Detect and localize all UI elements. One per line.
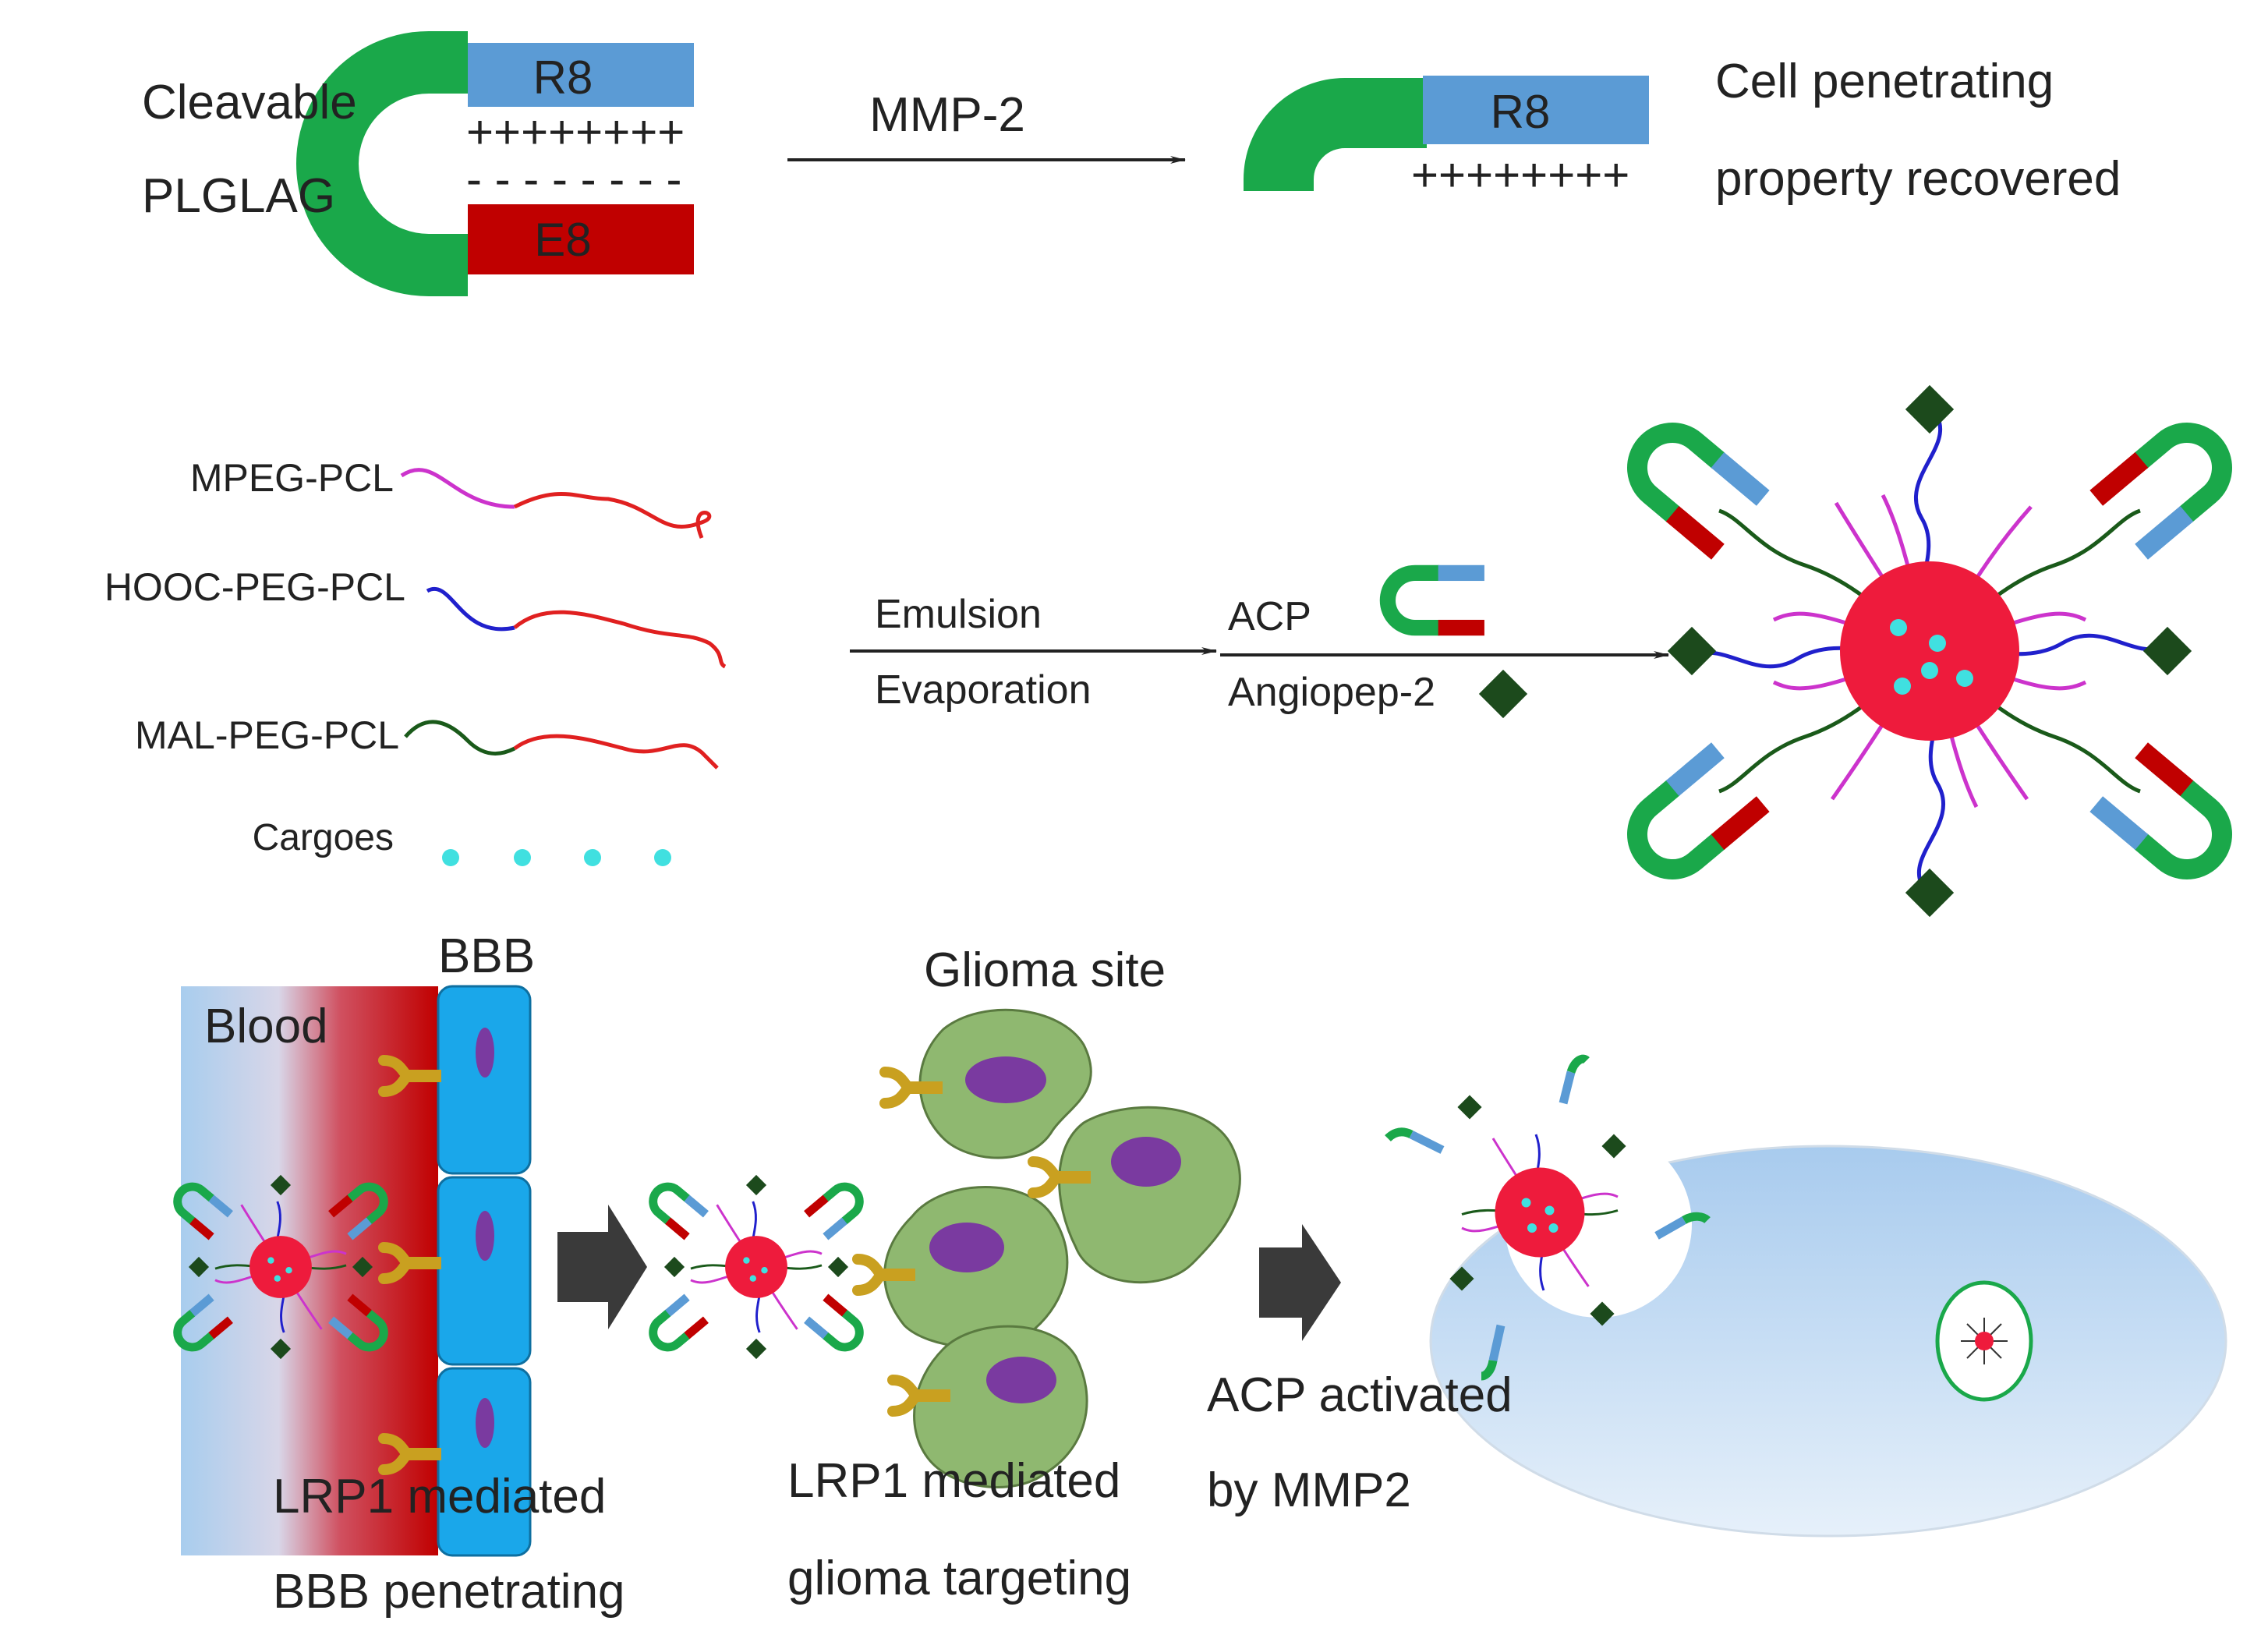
cargo-dot	[1894, 678, 1911, 695]
endothelial-nucleus	[476, 1211, 494, 1261]
negative-charges: - - - - - - - -	[466, 153, 682, 205]
activated-nanoparticle	[1385, 1054, 1711, 1381]
angiopep-label: Angiopep-2	[1228, 670, 1435, 715]
bbb-label: BBB	[438, 929, 535, 983]
cargo-dot	[654, 849, 671, 866]
polymer-label-hooc: HOOC-PEG-PCL	[104, 565, 405, 609]
internalized-nanoparticle	[1961, 1318, 2008, 1364]
bbb-caption-line2: BBB penetrating	[273, 1565, 625, 1619]
acp-clip	[2089, 411, 2242, 560]
acp-caption-line2: by MMP2	[1207, 1463, 1411, 1517]
endothelial-cell	[437, 1176, 532, 1366]
positive-charges: ++++++++	[466, 106, 685, 158]
recovered-positive-charges: ++++++++	[1411, 149, 1629, 201]
blood-label: Blood	[204, 1000, 328, 1053]
cargo-dot	[584, 849, 601, 866]
cargo-dot	[1890, 619, 1907, 636]
cargo-dot	[1921, 662, 1938, 679]
bbb-caption-line1: LRP1 mediated	[273, 1470, 606, 1523]
plglag-label: PLGLAG	[142, 169, 335, 223]
glioma-caption-line2: glioma targeting	[787, 1552, 1131, 1605]
cargo-dot	[1956, 670, 1973, 687]
endothelial-cell	[437, 985, 532, 1175]
angiopep-diamond	[1667, 626, 1717, 676]
pcl-chain-1	[513, 491, 712, 539]
endothelial-cell	[437, 1367, 532, 1557]
e8-segment	[468, 204, 694, 274]
endothelial-nucleus	[476, 1398, 494, 1448]
mpeg-chain	[400, 468, 515, 509]
mal-peg-chain	[404, 720, 516, 756]
glioma-nucleus	[965, 1056, 1046, 1103]
evaporation-label: Evaporation	[875, 667, 1092, 713]
acp-label: ACP	[1228, 594, 1311, 639]
endothelial-nucleus	[476, 1028, 494, 1078]
glioma-cell	[1058, 1106, 1241, 1284]
acp-symbol-icon	[1388, 565, 1484, 635]
glioma-cells	[883, 1008, 1241, 1488]
nanoparticle-in-blood	[168, 1175, 392, 1359]
glioma-site-label: Glioma site	[924, 943, 1166, 997]
cargoes-label: Cargoes	[253, 817, 394, 858]
acp-caption-line1: ACP activated	[1207, 1368, 1513, 1422]
progress-arrow-1-icon	[557, 1205, 647, 1329]
cleaved-linker	[1244, 78, 1427, 191]
mmp2-label: MMP-2	[869, 88, 1025, 142]
angiopep-diamond	[1905, 868, 1955, 918]
cargo-dot	[514, 849, 531, 866]
cargo-dot	[442, 849, 459, 866]
cleavable-label: Cleavable	[142, 76, 357, 129]
r8-segment	[468, 43, 694, 107]
angiopep-diamond	[2142, 626, 2192, 676]
e8-label: E8	[534, 214, 591, 266]
cleavable-acp-molecule	[296, 30, 694, 296]
assembled-nanoparticle	[1616, 384, 2243, 918]
acp-clip	[1616, 742, 1769, 891]
recovered-r8-label: R8	[1491, 86, 1551, 138]
hooc-peg-chain	[426, 587, 515, 632]
r8-label: R8	[533, 51, 593, 104]
polymer-label-mal: MAL-PEG-PCL	[135, 713, 399, 757]
angiopep-symbol-icon	[1478, 669, 1528, 719]
glioma-nucleus	[1111, 1137, 1181, 1187]
recovered-r8-molecule	[1244, 76, 1649, 191]
glioma-caption-line1: LRP1 mediated	[787, 1454, 1120, 1508]
result-line2: property recovered	[1715, 152, 2121, 206]
pcl-chain-2	[513, 610, 727, 669]
plglag-linker	[296, 30, 468, 296]
emulsion-label: Emulsion	[875, 592, 1042, 637]
acp-clip	[1616, 411, 1769, 560]
nanoparticle-crossed	[644, 1175, 868, 1359]
acp-clip	[2089, 742, 2242, 891]
progress-arrow-2-icon	[1259, 1224, 1341, 1341]
recovered-r8-segment	[1423, 76, 1649, 144]
glioma-nucleus	[986, 1357, 1056, 1403]
cargo-dot	[1929, 635, 1946, 652]
polymer-label-mpeg: MPEG-PCL	[190, 456, 394, 500]
nanoparticle-core	[1840, 561, 2019, 741]
cargo-dots	[442, 849, 671, 866]
result-line1: Cell penetrating	[1715, 55, 2054, 108]
glioma-nucleus	[929, 1223, 1004, 1272]
angiopep-diamond	[1905, 384, 1955, 434]
bbb-endothelial-cells	[437, 985, 532, 1557]
pcl-chain-3	[513, 734, 719, 770]
